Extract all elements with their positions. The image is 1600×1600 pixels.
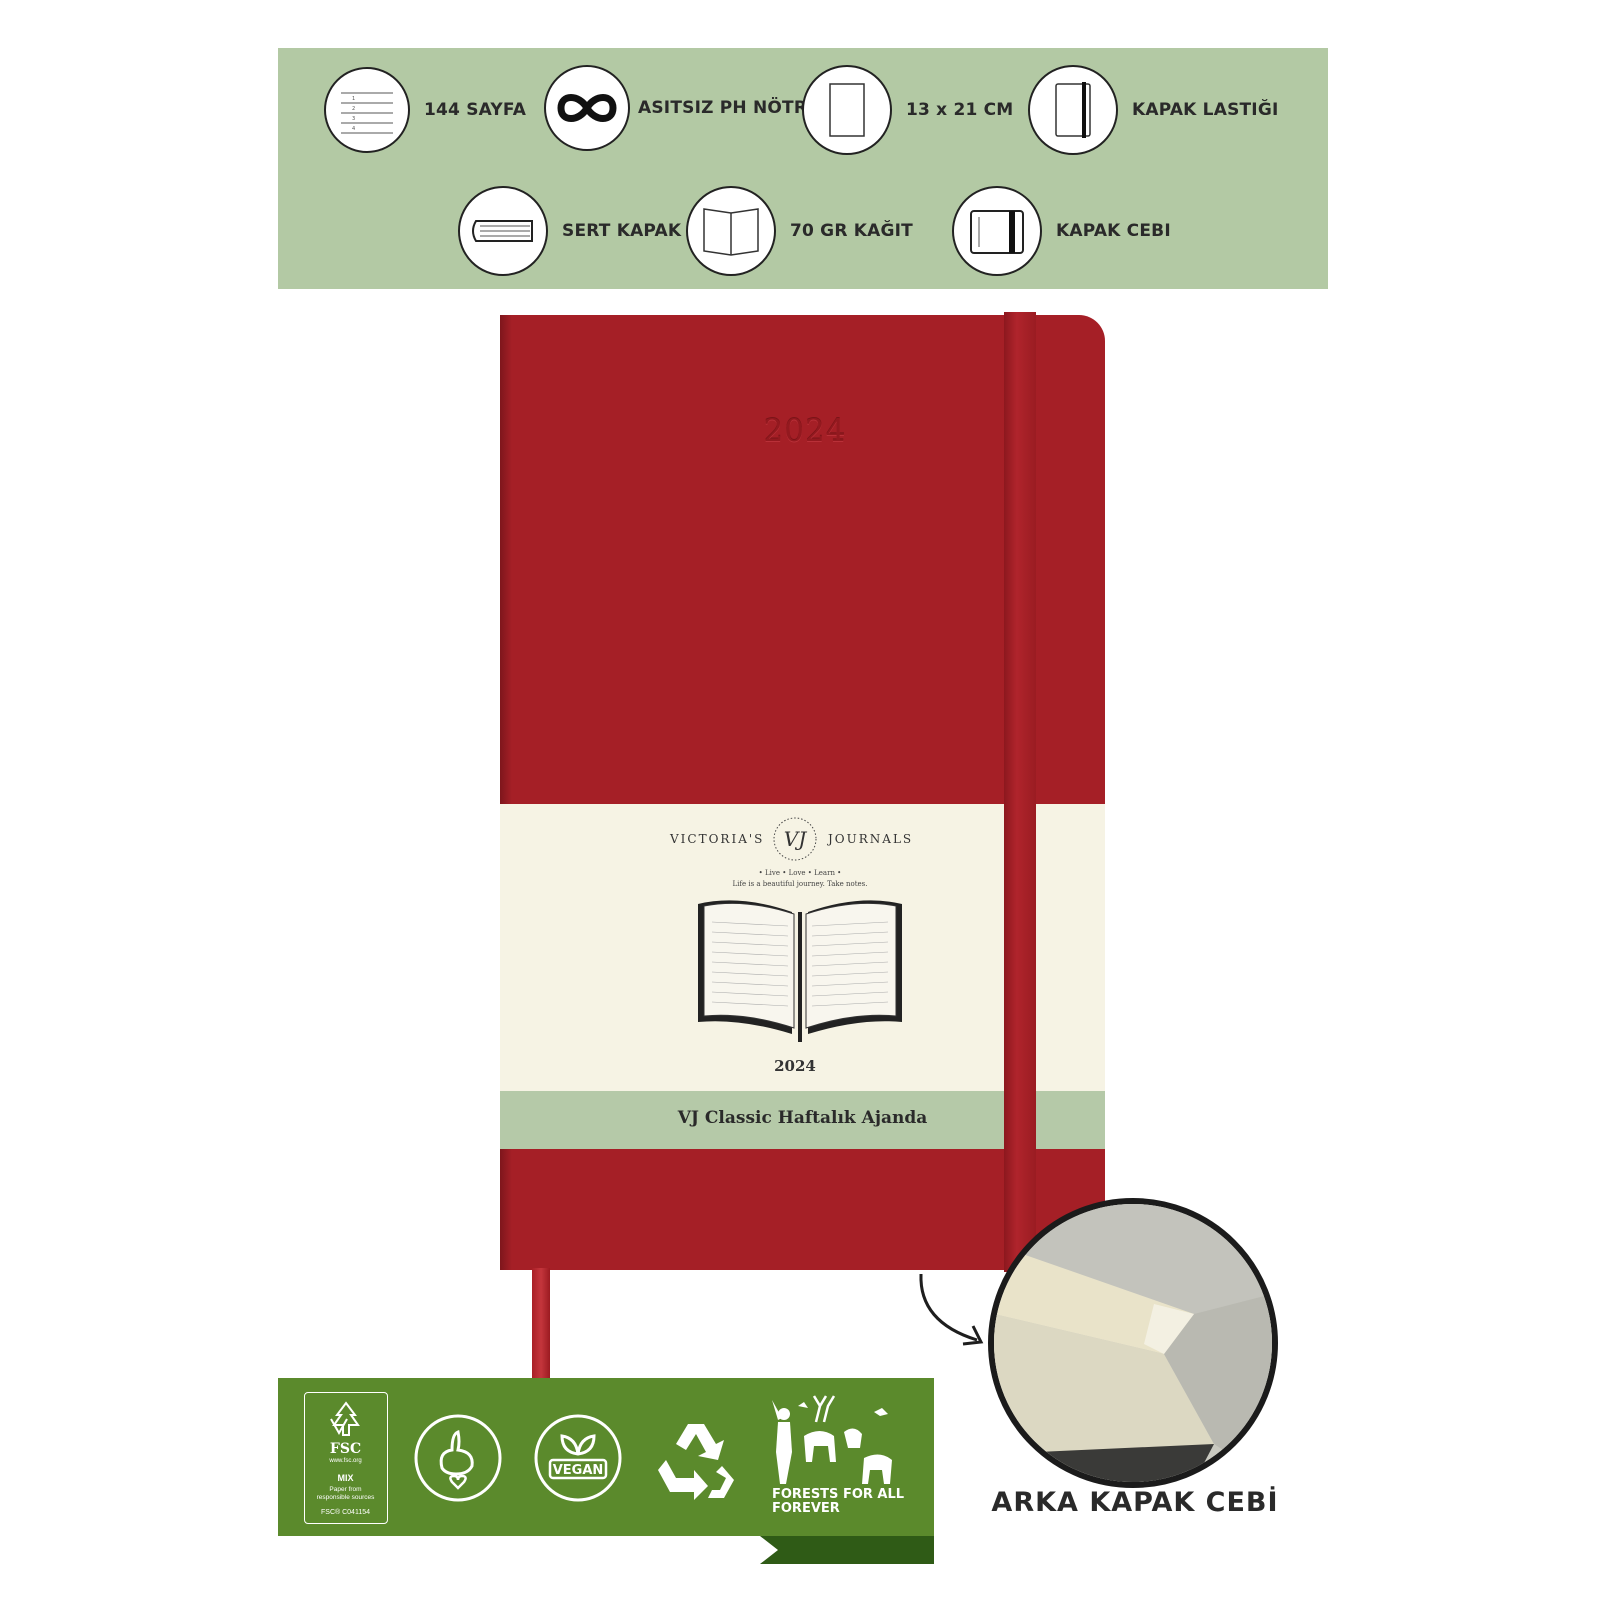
lined-pages-icon: 1 2 3 4 [324, 67, 410, 153]
vegan-icon: VEGAN [534, 1414, 622, 1502]
svg-text:4: 4 [352, 126, 355, 132]
brand-slogan: Life is a beautiful journey. Take notes. [732, 880, 868, 888]
svg-text:1: 1 [352, 96, 355, 102]
feature-elastic: KAPAK LASTIĞI [1028, 65, 1279, 155]
fsc-tree-icon [330, 1401, 360, 1436]
curved-arrow-icon [919, 1273, 984, 1346]
vj-logo-icon: VJ [773, 817, 817, 861]
feature-cover-pocket: KAPAK CEBI [952, 186, 1171, 276]
fsc-name: FSC [329, 1441, 362, 1457]
svg-text:3: 3 [352, 116, 355, 122]
fsc-badge: FSC www.fsc.org MIX Paper from responsib… [304, 1392, 388, 1524]
cover-pocket-icon [952, 186, 1042, 276]
forests-for-all-icon [772, 1395, 892, 1484]
feature-acid-free: ASITSIZ PH NÖTR [544, 65, 807, 151]
product-title: VJ Classic Haftalık Ajanda [677, 1108, 928, 1128]
elastic-closure-band [1004, 312, 1036, 1272]
feature-label: 13 x 21 CM [906, 100, 1014, 120]
page-size-icon [802, 65, 892, 155]
features-banner: 1 2 3 4 144 SAYFA ASITSIZ PH NÖTR 13 x 21 C… [278, 48, 1328, 289]
fsc-line1: Paper from [329, 1486, 362, 1493]
pocket-label: ARKA KAPAK CEBİ [991, 1487, 1279, 1518]
open-book-icon [686, 186, 776, 276]
feature-label: ASITSIZ PH NÖTR [638, 98, 808, 118]
fsc-code: FSC® C041154 [321, 1509, 370, 1516]
vegan-text: VEGAN [553, 1463, 604, 1478]
brand-name-left: VICTORIA'S [670, 832, 765, 846]
feature-label: KAPAK CEBI [1056, 221, 1171, 241]
open-planner-illustration [698, 900, 902, 1042]
forests-text-line2: FOREVER [772, 1501, 840, 1516]
brand-tagline: • Live • Love • Learn • [758, 869, 842, 877]
elastic-band-icon [1028, 65, 1118, 155]
feature-paper-weight: 70 GR KAĞIT [686, 186, 913, 276]
fsc-url: www.fsc.org [329, 1458, 362, 1464]
fsc-line2: responsible sources [316, 1494, 375, 1501]
feature-pages: 1 2 3 4 144 SAYFA [324, 67, 526, 153]
recycle-icon [658, 1424, 734, 1500]
feature-label: KAPAK LASTIĞI [1132, 100, 1279, 120]
cruelty-free-rabbit-icon [414, 1414, 502, 1502]
feature-label: 144 SAYFA [424, 100, 527, 120]
ribbon-bookmark [532, 1268, 550, 1378]
back-pocket-illustration [994, 1204, 1272, 1482]
forests-text-line1: FORESTS FOR ALL [772, 1487, 905, 1502]
back-pocket-closeup [988, 1198, 1278, 1488]
feature-label: 70 GR KAĞIT [790, 221, 913, 241]
hard-cover-icon [458, 186, 548, 276]
fsc-mix: MIX [337, 1473, 354, 1483]
feature-hard-cover: SERT KAPAK [458, 186, 681, 276]
feature-size: 13 x 21 CM [802, 65, 1013, 155]
infinity-icon [544, 65, 630, 151]
brand-name-right: JOURNALS [828, 832, 914, 846]
cover-embossed-year: 2024 [763, 413, 847, 449]
svg-text:2: 2 [352, 106, 355, 112]
eco-strip-fold [760, 1536, 934, 1564]
band-year: 2024 [774, 1057, 816, 1075]
vj-logo-text: VJ [784, 827, 807, 851]
eco-badges-strip: FSC www.fsc.org MIX Paper from responsib… [278, 1378, 934, 1536]
feature-label: SERT KAPAK [562, 221, 682, 241]
